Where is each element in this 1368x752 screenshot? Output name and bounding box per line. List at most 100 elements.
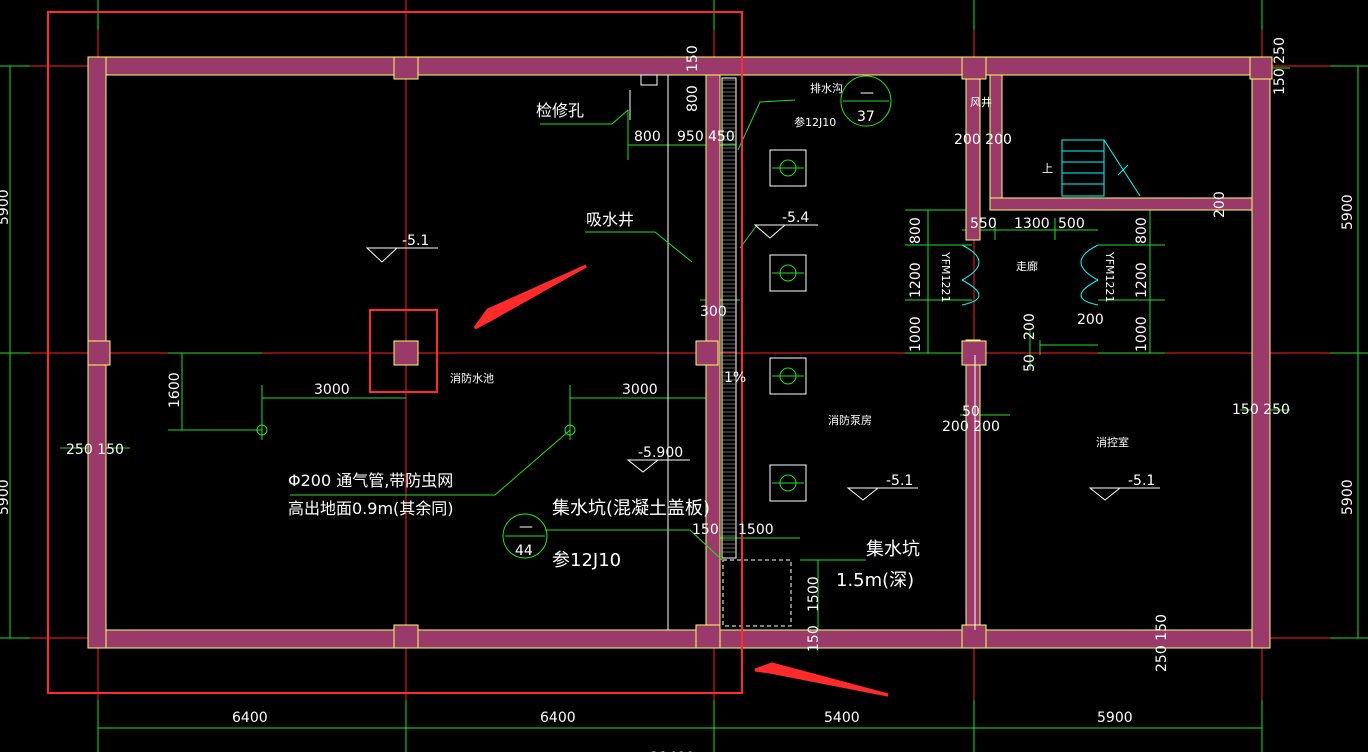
wall-right xyxy=(1251,56,1271,649)
label-drain-ditch: 排水沟 xyxy=(810,81,843,95)
dim-shaft-200-200: 200 200 xyxy=(954,132,1012,148)
dim-right-800: 800 xyxy=(1134,217,1150,244)
dim-left-1200: 1200 xyxy=(908,262,924,298)
label-door-left: YFM1221 xyxy=(939,251,952,303)
label-control-room: 消控室 xyxy=(1096,435,1129,449)
dim-50-wall: 50 xyxy=(962,404,980,420)
dim-vent-3000-right: 3000 xyxy=(622,382,658,398)
dim-200-door: 200 xyxy=(1077,312,1104,328)
label-level-well: -5.4 xyxy=(782,210,809,226)
dim-right-upper: 5900 xyxy=(1340,194,1356,230)
doors xyxy=(961,244,1099,306)
dim-left-upper: 5900 xyxy=(0,189,12,225)
drain-ditch xyxy=(721,77,737,559)
index-circles xyxy=(502,75,892,559)
dim-left-lower: 5900 xyxy=(0,479,12,515)
markup-arrow-shaft xyxy=(479,264,587,326)
dim-vent-3000-left: 3000 xyxy=(314,382,350,398)
label-pump-room: 消防泵房 xyxy=(828,413,872,427)
dim-1500-sump-w: 1500 xyxy=(738,522,774,538)
label-vent-line-1: Φ200 通气管,带防虫网 xyxy=(288,471,453,490)
label-level-tank: -5.1 xyxy=(402,233,429,249)
internal-column xyxy=(393,340,419,366)
label-level-pump: -5.1 xyxy=(886,473,913,489)
columns xyxy=(87,56,1273,649)
pumps xyxy=(769,149,807,502)
label-index-mid-num: 44 xyxy=(515,543,533,559)
label-inspection-hole: 检修孔 xyxy=(536,101,584,120)
stair xyxy=(1061,139,1141,197)
detail-index-circle xyxy=(840,75,892,127)
dim-hatch-450: 450 xyxy=(708,129,735,145)
dim-1300: 1300 xyxy=(1014,216,1050,232)
label-sump-cover: 集水坑(混凝土盖板) xyxy=(552,498,710,519)
dim-slope: 1% xyxy=(724,370,746,386)
dim-200-corridor: 200 xyxy=(1022,313,1038,340)
dim-bay-1: 6400 xyxy=(232,710,268,726)
wall-corridor-top xyxy=(989,197,1253,211)
label-level-5900: -5.900 xyxy=(638,445,683,461)
label-vent-line-2: 高出地面0.9m(其余同) xyxy=(288,499,454,518)
pump-icon xyxy=(769,149,807,187)
dim-vent-1600: 1600 xyxy=(167,372,183,408)
dim-total-partial: 21400 xyxy=(650,750,695,752)
dim-wall-right-mid: 150 250 xyxy=(1232,402,1290,418)
dim-1500-sump-h: 1500 xyxy=(806,576,822,612)
detail-lines xyxy=(629,74,976,630)
wall-divider-2b xyxy=(965,339,981,631)
detail-index-circle xyxy=(502,513,548,559)
dim-right-1200: 1200 xyxy=(1134,262,1150,298)
dim-left-1000: 1000 xyxy=(908,316,924,352)
markup-highlight-box xyxy=(369,309,438,393)
dim-right-lower: 5900 xyxy=(1340,479,1356,515)
wall-bottom xyxy=(87,629,1271,649)
dim-50-corridor: 50 xyxy=(1022,354,1038,372)
label-index-top-num: 37 xyxy=(857,109,875,125)
dim-bay-3: 5400 xyxy=(824,710,860,726)
dim-top-150: 150 xyxy=(685,45,701,72)
dimension-texts: 6400 6400 5400 5900 21400 5900 5900 5900… xyxy=(0,37,1356,752)
label-stair-up: 上 xyxy=(1042,162,1053,175)
dim-hatch-800: 800 xyxy=(634,129,661,145)
label-sump-depth: 1.5m(深) xyxy=(836,570,914,591)
dim-right-1000: 1000 xyxy=(1134,316,1150,352)
dim-150-sump: 150 xyxy=(692,522,719,538)
vent-pipe-icon xyxy=(564,424,576,436)
sump-pit xyxy=(722,559,792,627)
pump-icon xyxy=(769,254,807,292)
dim-200-200-wall: 200 200 xyxy=(942,419,1000,435)
label-ref-12j10-top: 参12J10 xyxy=(794,115,836,129)
vent-pipe-icon xyxy=(256,424,268,436)
pump-icon xyxy=(769,357,807,395)
label-air-shaft: 风井 xyxy=(970,95,992,109)
vent-pipes xyxy=(256,424,576,436)
markup-annotations xyxy=(47,11,889,697)
label-index-mid-dash: — xyxy=(519,519,533,535)
dim-wall-right-top: 150 250 xyxy=(1272,37,1288,95)
dim-left-800: 800 xyxy=(908,217,924,244)
markup-arrow-shaft xyxy=(759,668,889,697)
markup-frame xyxy=(47,11,743,694)
label-level-control: -5.1 xyxy=(1128,473,1155,489)
label-door-right: YFM1221 xyxy=(1103,251,1116,303)
dim-500: 500 xyxy=(1058,216,1085,232)
label-index-top-dash: — xyxy=(860,85,874,101)
label-texts: 检修孔 吸水井 排水沟 参12J10 — 37 -5.1 -5.4 -5.900… xyxy=(288,81,1155,591)
label-sump: 集水坑 xyxy=(866,539,920,560)
dim-550: 550 xyxy=(970,216,997,232)
dim-150-bottom: 150 xyxy=(806,625,822,652)
level-markers xyxy=(365,224,1160,501)
dim-bay-4: 5900 xyxy=(1097,710,1133,726)
dim-bay-2: 6400 xyxy=(540,710,576,726)
dim-200-right: 200 xyxy=(1212,191,1228,218)
dim-300: 300 xyxy=(700,304,727,320)
dim-wall-left: 250 150 xyxy=(66,442,124,458)
label-fire-pool: 消防水池 xyxy=(450,371,494,385)
label-corridor: 走廊 xyxy=(1016,259,1038,273)
pump-icon xyxy=(769,464,807,502)
dim-wall-right-bottom: 250 150 xyxy=(1154,614,1170,672)
label-suction-well: 吸水井 xyxy=(586,210,634,229)
dim-top-800: 800 xyxy=(685,85,701,112)
label-ref-12j10-mid: 参12J10 xyxy=(552,550,621,571)
